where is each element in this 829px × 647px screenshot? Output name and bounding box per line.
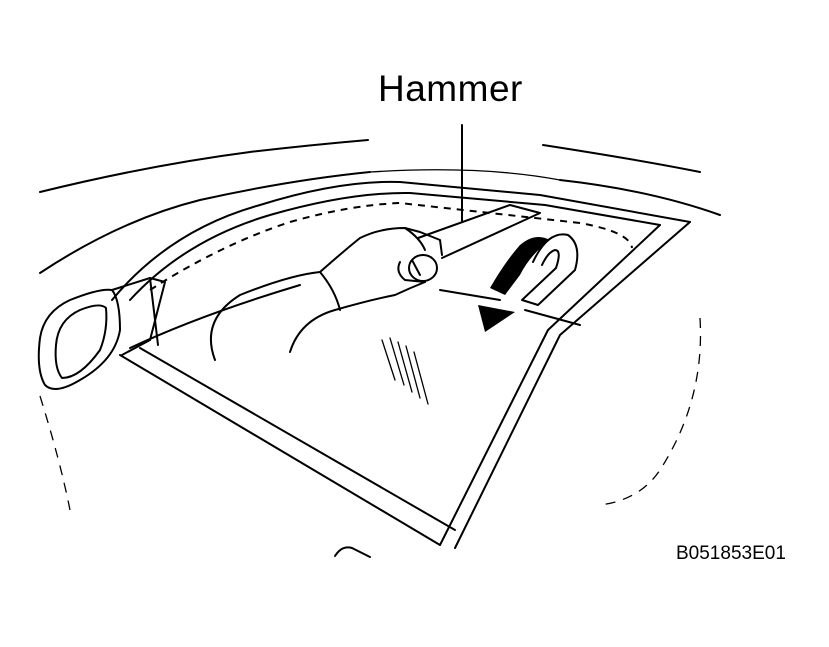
door-window-frame [111,180,691,549]
glass-edge [129,284,581,405]
car-body-outline [39,139,721,558]
hammer-icon [408,124,541,282]
rotation-arrow-icon [478,233,579,332]
side-mirror-icon [37,277,166,390]
hammer-label: Hammer [378,68,523,109]
hand-icon [209,227,443,361]
figure-code: B051853E01 [676,543,786,564]
